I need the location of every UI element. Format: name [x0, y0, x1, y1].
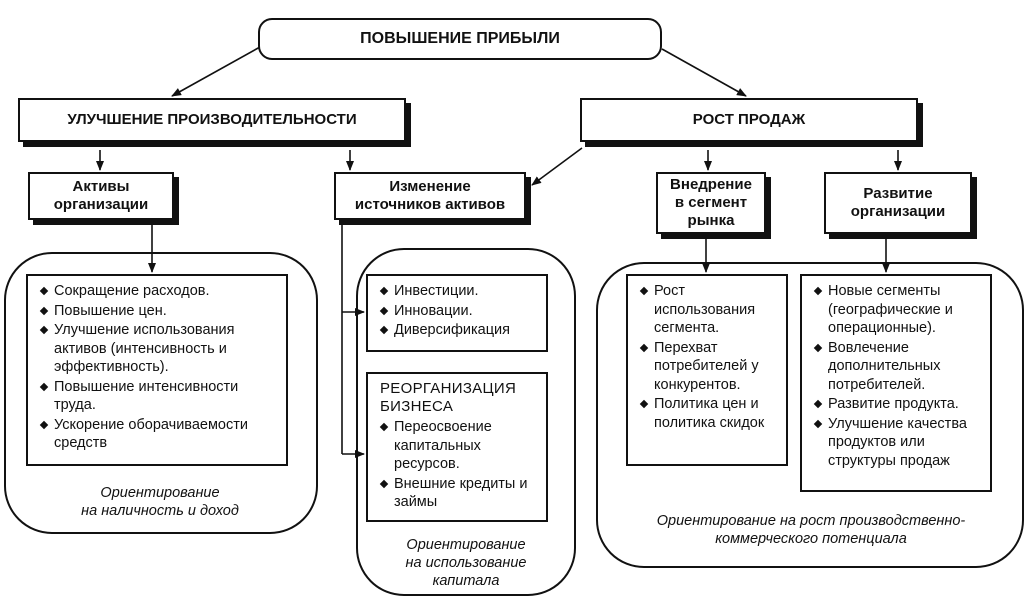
list-item: Вовлечение дополнительных потребителей.	[814, 339, 982, 395]
arrow-sales-to-sources	[531, 147, 583, 186]
list-item: Рост использования сегмента.	[640, 282, 778, 338]
list-item: Политика цен и политика скидок	[640, 395, 778, 432]
list-item: Развитие продукта.	[814, 395, 982, 414]
growth-orientation-caption: Ориентирование на рост производственно- …	[656, 513, 966, 547]
segment-measures-list: Рост использования сегмента. Перехват по…	[640, 282, 778, 432]
investment-panel: Инвестиции. Инновации. Диверсификация	[366, 274, 548, 352]
root-box: ПОВЫШЕНИЕ ПРИБЫЛИ	[258, 18, 662, 60]
list-item: Улучшение использования активов (интенси…	[40, 321, 278, 377]
productivity-box: УЛУЧШЕНИЕ ПРОИЗВОДИТЕЛЬНОСТИ	[18, 98, 406, 142]
list-item: Ускорение оборачиваемости средств	[40, 416, 278, 453]
development-box: Развитие организации	[824, 172, 972, 234]
development-measures-list: Новые сегменты (географические и операци…	[814, 282, 982, 470]
investment-list: Инвестиции. Инновации. Диверсификация	[380, 282, 538, 340]
reorganization-heading: РЕОРГАНИЗАЦИЯ БИЗНЕСА	[380, 380, 517, 415]
reorganization-list: Переосвоение капитальных ресурсов. Внешн…	[380, 418, 538, 512]
segment-measures-panel: Рост использования сегмента. Перехват по…	[626, 274, 788, 466]
sources-box: Изменение источников активов	[334, 172, 526, 220]
list-item: Внешние кредиты и займы	[380, 475, 538, 512]
list-item: Диверсификация	[380, 321, 538, 340]
list-item: Переосвоение капитальных ресурсов.	[380, 418, 538, 474]
assets-box: Активы организации	[28, 172, 174, 220]
list-item: Инвестиции.	[380, 282, 538, 301]
development-measures-panel: Новые сегменты (географические и операци…	[800, 274, 992, 492]
cash-orientation-caption: Ориентирование на наличность и доход	[81, 485, 239, 519]
list-item: Сокращение расходов.	[40, 282, 278, 301]
assets-measures-panel: Сокращение расходов. Повышение цен. Улуч…	[26, 274, 288, 466]
list-item: Перехват потребителей у конкурентов.	[640, 339, 778, 395]
list-item: Повышение цен.	[40, 302, 278, 321]
reorganization-panel: РЕОРГАНИЗАЦИЯ БИЗНЕСА Переосвоение капит…	[366, 372, 548, 522]
capital-orientation-caption: Ориентирование на использование капитала	[405, 537, 527, 589]
list-item: Инновации.	[380, 302, 538, 321]
list-item: Новые сегменты (географические и операци…	[814, 282, 982, 338]
list-item: Улучшение качества продуктов или структу…	[814, 415, 982, 471]
arrow-root-to-productivity	[171, 46, 261, 97]
list-item: Повышение интенсивности труда.	[40, 378, 278, 415]
segment-box: Внедрение в сегмент рынка	[656, 172, 766, 234]
sales-box: РОСТ ПРОДАЖ	[580, 98, 918, 142]
arrow-root-to-sales	[661, 48, 747, 97]
assets-measures-list: Сокращение расходов. Повышение цен. Улуч…	[40, 282, 278, 453]
